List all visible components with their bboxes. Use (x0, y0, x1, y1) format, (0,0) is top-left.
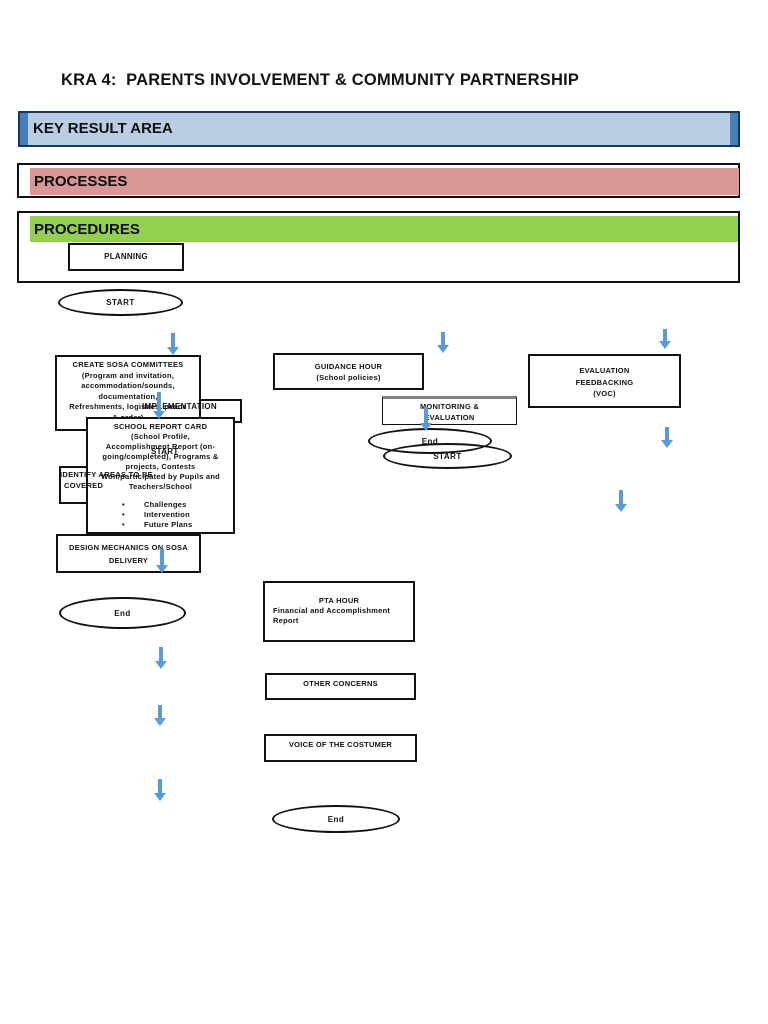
bullet-item: • Intervention (122, 510, 233, 520)
pta-hour-title: PTA HOUR (318, 596, 360, 605)
monitoring-evaluation-line: MONITORING & (419, 402, 480, 411)
create-sosa-line: Refreshments, logistics, peace (69, 402, 187, 411)
monitoring-evaluation-box: MONITORING & EVALUATION (382, 396, 517, 425)
pta-hour-line: Report (273, 616, 299, 625)
guidance-hour-line: (School policies) (316, 373, 381, 382)
bullet-item: • Future Plans (122, 520, 233, 530)
key-result-area-label: KEY RESULT AREA (33, 120, 173, 137)
identify-areas-label-line1: IDENTIFY AREAS TO BE (60, 470, 153, 479)
page-title: KRA 4: PARENTS INVOLVEMENT & COMMUNITY P… (61, 71, 580, 89)
bullet-icon: • (122, 510, 125, 519)
school-report-line: SCHOOL REPORT CARD (113, 422, 208, 431)
guidance-hour-box: GUIDANCE HOUR (School policies) (273, 353, 424, 390)
end-ellipse-mid: End (368, 428, 492, 454)
bullet-item: • Challenges (122, 500, 233, 510)
end-ellipse-bottom: End (272, 805, 400, 833)
start-mid-label: START (433, 451, 462, 461)
flow-arrow-down-icon (614, 490, 627, 512)
flow-arrow-down-icon (166, 333, 179, 355)
key-result-area-left-accent (20, 113, 28, 145)
evaluation-feedbacking-line: (VOC) (593, 389, 616, 398)
other-concerns-label: OTHER CONCERNS (303, 679, 378, 688)
create-sosa-line: CREATE SOSA COMMITTEES (72, 360, 184, 369)
start-top-label: START (106, 298, 135, 307)
design-mechanics-box: DESIGN MECHANICS ON SOSA DELIVERY (56, 534, 201, 573)
procedures-bar: PROCEDURES (30, 216, 738, 242)
voice-of-the-costumer-label: VOICE OF THE COSTUMER (288, 740, 393, 749)
bullet-label: Intervention (144, 510, 190, 519)
bullet-icon: • (122, 500, 125, 509)
flow-arrow-down-icon (154, 647, 167, 669)
planning-label: PLANNING (104, 252, 148, 261)
guidance-hour-line: GUIDANCE HOUR (314, 362, 383, 371)
procedures-label: PROCEDURES (34, 220, 140, 238)
school-report-line: Accomplishment Report (on- (105, 442, 216, 451)
evaluation-feedbacking-line: FEEDBACKING (575, 377, 634, 387)
flow-arrow-down-icon (153, 779, 166, 801)
design-mechanics-line: DESIGN MECHANICS ON SOSA (69, 543, 188, 552)
evaluation-feedbacking-box: EVALUATION FEEDBACKING (VOC) (528, 354, 681, 408)
implementation-label: IMPLEMENTATION (141, 402, 217, 411)
evaluation-feedbacking-line: EVALUATION (579, 366, 630, 375)
pta-hour-box: PTA HOUR Financial and Accomplishment Re… (263, 581, 415, 642)
processes-label: PROCESSES (34, 173, 128, 190)
flow-arrow-down-icon (660, 427, 673, 448)
start-ellipse-top: START (58, 289, 183, 316)
school-report-line: projects, Contests (125, 462, 196, 471)
monitoring-evaluation-line: EVALUATION (424, 413, 475, 422)
key-result-area-bar: KEY RESULT AREA (18, 111, 740, 147)
school-report-line: Won/participated by Pupils and (100, 472, 221, 481)
flow-arrow-down-icon (419, 407, 432, 431)
flow-arrow-down-icon (152, 392, 165, 419)
flow-arrow-down-icon (436, 332, 449, 353)
create-sosa-line: accommodation/sounds, (81, 381, 175, 390)
bullet-label: Future Plans (144, 520, 193, 529)
voice-of-the-costumer-box: VOICE OF THE COSTUMER (264, 734, 417, 762)
other-concerns-box: OTHER CONCERNS (265, 673, 416, 700)
school-report-line: Teachers/School (128, 482, 193, 491)
processes-section-box: PROCESSES (17, 163, 740, 198)
create-sosa-line: documentation, (98, 391, 158, 401)
end-left-label: End (114, 608, 131, 618)
hidden-start-label: START (151, 447, 179, 456)
flow-arrow-down-icon (155, 549, 168, 573)
school-report-line: (School Profile, (130, 432, 190, 441)
design-mechanics-line: DELIVERY (108, 556, 149, 565)
key-result-area-right-accent (730, 113, 738, 145)
bullet-icon: • (122, 520, 125, 529)
school-report-line: going/completed), Programs & (102, 452, 219, 461)
flow-arrow-down-icon (658, 329, 671, 349)
bullet-label: Challenges (144, 500, 187, 509)
end-ellipse-left: End (59, 597, 186, 629)
pta-hour-line: Financial and Accomplishment (273, 606, 391, 615)
create-sosa-line: (Program and invitation, (81, 370, 175, 380)
processes-bar: PROCESSES (30, 168, 739, 195)
end-bottom-label: End (327, 814, 345, 824)
school-report-bullets: • Challenges • Intervention • Future Pla… (88, 500, 233, 530)
planning-box: PLANNING (68, 243, 184, 271)
end-mid-label: End (421, 436, 439, 446)
identify-areas-label-line2: COVERED (64, 481, 104, 490)
flow-arrow-down-icon (153, 705, 166, 726)
